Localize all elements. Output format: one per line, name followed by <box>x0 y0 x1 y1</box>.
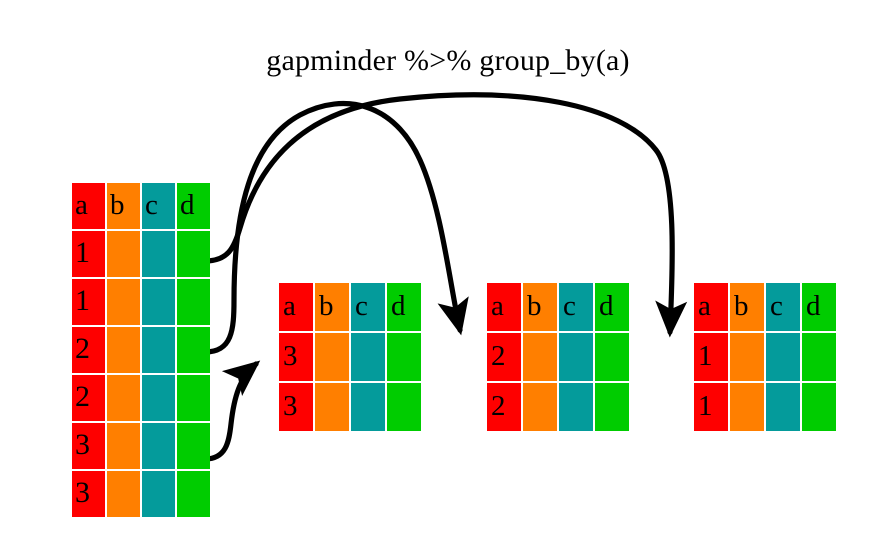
source-header-d: d <box>177 183 210 229</box>
table-cell <box>595 383 629 431</box>
table-cell: 3 <box>279 333 313 381</box>
table-cell <box>107 279 140 325</box>
table-cell <box>730 333 764 381</box>
group-header-c: c <box>559 283 593 331</box>
group-header-a: a <box>487 283 521 331</box>
table-cell <box>177 471 210 517</box>
group-table-1: a b c d 1 1 <box>694 283 836 431</box>
table-cell <box>107 423 140 469</box>
table-cell <box>315 333 349 381</box>
group-header-b: b <box>315 283 349 331</box>
table-cell <box>559 383 593 431</box>
table-cell <box>142 471 175 517</box>
table-cell <box>766 333 800 381</box>
table-cell <box>177 279 210 325</box>
table-cell <box>177 375 210 421</box>
table-cell <box>107 231 140 277</box>
table-cell: 1 <box>72 279 105 325</box>
page-title: gapminder %>% group_by(a) <box>266 44 630 77</box>
table-cell <box>177 231 210 277</box>
table-cell <box>523 383 557 431</box>
table-cell: 2 <box>487 383 521 431</box>
source-header-c: c <box>142 183 175 229</box>
group-header-d: d <box>595 283 629 331</box>
table-cell: 3 <box>72 471 105 517</box>
table-cell <box>107 375 140 421</box>
group-header-c: c <box>351 283 385 331</box>
source-table: a b c d 1 1 2 2 3 3 <box>72 183 210 517</box>
table-cell <box>351 333 385 381</box>
table-cell <box>387 333 421 381</box>
table-cell <box>315 383 349 431</box>
table-cell <box>559 333 593 381</box>
table-cell <box>523 333 557 381</box>
table-cell <box>595 333 629 381</box>
table-cell <box>177 423 210 469</box>
table-cell <box>107 327 140 373</box>
table-cell <box>387 383 421 431</box>
table-cell: 3 <box>279 383 313 431</box>
source-header-b: b <box>107 183 140 229</box>
table-cell: 1 <box>694 383 728 431</box>
group-header-a: a <box>279 283 313 331</box>
table-cell: 3 <box>72 423 105 469</box>
group-header-c: c <box>766 283 800 331</box>
table-cell <box>802 383 836 431</box>
table-cell <box>142 423 175 469</box>
table-cell <box>351 383 385 431</box>
arrow-group-3 <box>202 360 261 462</box>
group-header-a: a <box>694 283 728 331</box>
source-header-a: a <box>72 183 105 229</box>
group-table-2: a b c d 2 2 <box>487 283 629 431</box>
table-cell <box>142 327 175 373</box>
table-cell: 1 <box>694 333 728 381</box>
table-cell <box>177 327 210 373</box>
table-cell <box>107 471 140 517</box>
group-table-3: a b c d 3 3 <box>279 283 421 431</box>
table-cell <box>802 333 836 381</box>
table-cell: 2 <box>72 375 105 421</box>
table-cell <box>142 279 175 325</box>
table-cell <box>142 375 175 421</box>
table-cell: 2 <box>487 333 521 381</box>
table-cell: 2 <box>72 327 105 373</box>
group-header-d: d <box>387 283 421 331</box>
group-header-d: d <box>802 283 836 331</box>
table-cell <box>730 383 764 431</box>
table-cell <box>142 231 175 277</box>
table-cell <box>766 383 800 431</box>
group-header-b: b <box>523 283 557 331</box>
group-header-b: b <box>730 283 764 331</box>
table-cell: 1 <box>72 231 105 277</box>
